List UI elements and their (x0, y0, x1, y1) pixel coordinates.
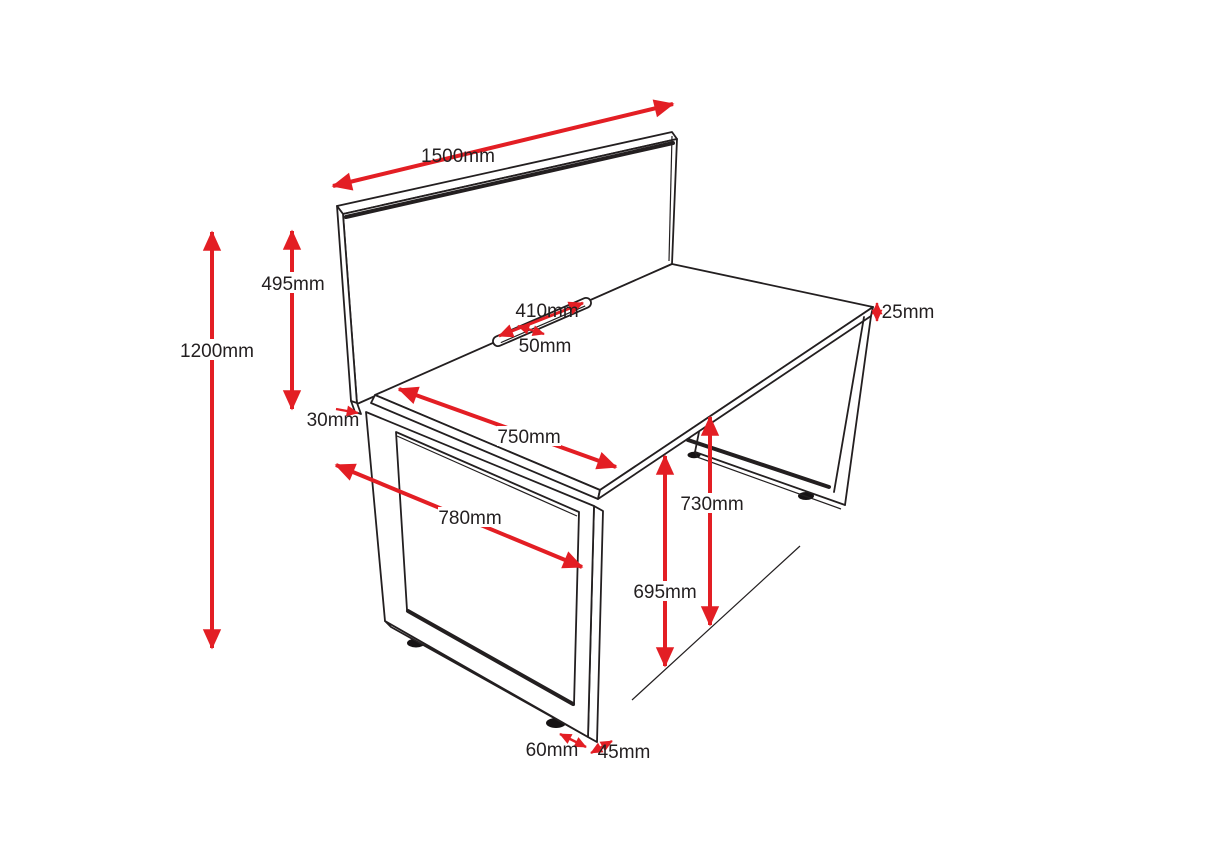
dimension-screen-thickness-arrow (335, 405, 359, 417)
label-gap (262, 272, 324, 293)
right-leg-front-edge-inner (833, 316, 865, 493)
dimension-slot-width-arrow (517, 324, 545, 336)
dimension-leg-rail-thickness-label: 45mm (598, 742, 651, 763)
dimension-screen-above-desk-label: 495mm (261, 274, 324, 295)
dimension-leg-depth-label: 780mm (438, 508, 501, 529)
dimension-labels: 1500mm 1200mm 495mm 410mm 50mm 25mm 30mm… (180, 146, 934, 763)
label-gap (181, 339, 253, 360)
label-gap (497, 426, 561, 446)
dimension-desk-depth-label: 750mm (497, 427, 560, 448)
label-gap (680, 493, 744, 513)
right-leg-bottom-outer (694, 451, 846, 506)
dimension-total-height-label: 1200mm (180, 341, 254, 362)
dimension-screen-thickness-label: 30mm (307, 410, 360, 431)
dimension-leg-rail-width-label: 60mm (526, 740, 579, 761)
right-leg-front-edge-outer (844, 315, 872, 506)
floor-reference-line (631, 545, 801, 701)
dimension-slot-length-label: 410mm (515, 301, 578, 322)
label-gap (438, 507, 502, 527)
dimension-underdesk-clearance-label: 695mm (633, 582, 696, 603)
dimension-leg-rail-thickness-arrow (590, 739, 613, 755)
left-leg-inner-bottom-rail (406, 609, 575, 706)
dimension-top-thickness-label: 25mm (882, 302, 935, 323)
dimension-desk-height-label: 730mm (680, 494, 743, 515)
dimension-slot-length-arrow (497, 301, 585, 338)
right-leg-bottom-face-line (694, 451, 842, 510)
dimension-leg-rail-width-arrow (559, 732, 587, 749)
dimension-slot-width-label: 50mm (519, 336, 572, 357)
dimension-screen-width-arrow (331, 99, 675, 191)
dimension-screen-width-label: 1500mm (421, 146, 495, 167)
label-gap (633, 581, 697, 601)
